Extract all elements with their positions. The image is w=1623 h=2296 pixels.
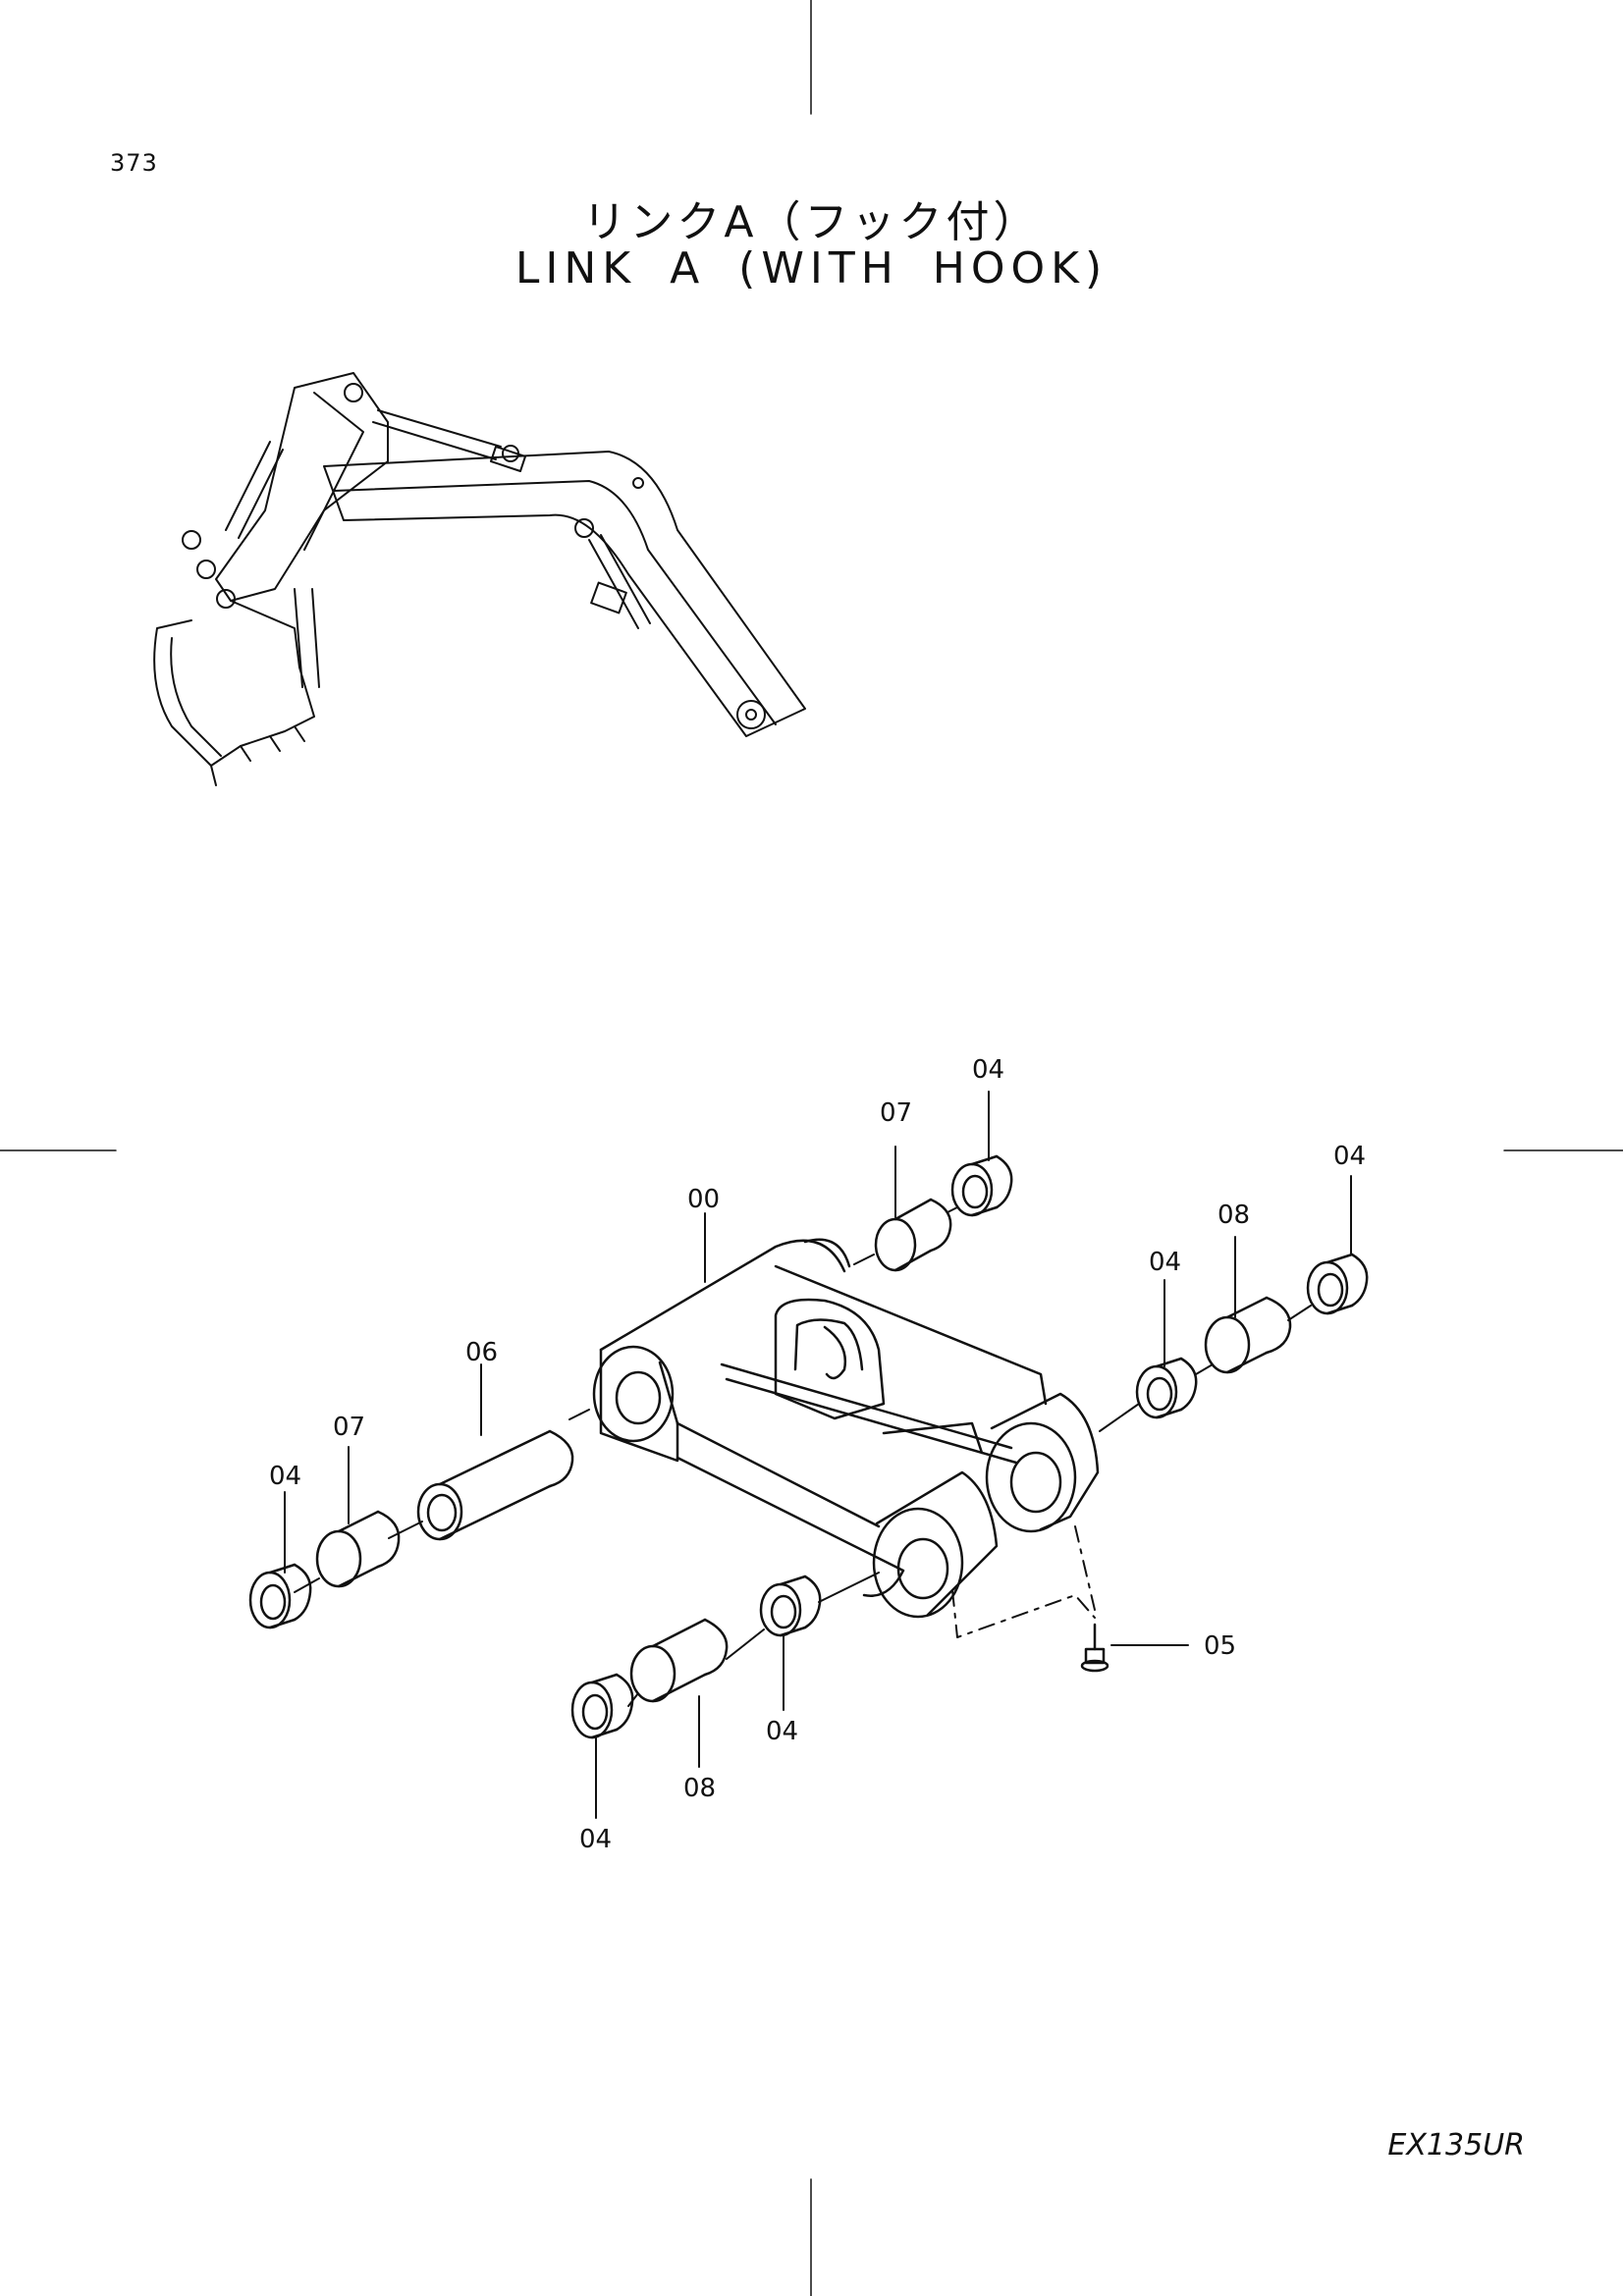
assembly-lines (294, 1206, 1312, 1707)
seal-04-lower-inner (759, 1575, 822, 1637)
seal-04-right-outer (1306, 1253, 1369, 1315)
callout-08-right: 08 (1217, 1201, 1250, 1230)
page-number: 373 (110, 149, 158, 177)
callout-04-right-outer: 04 (1333, 1142, 1366, 1171)
callout-00: 00 (687, 1185, 720, 1214)
callout-07-top: 07 (880, 1098, 912, 1128)
seal-04-lower-outer (570, 1673, 634, 1739)
link-a-exploded-view: 00 04 07 04 08 04 06 07 04 05 04 08 04 (248, 1055, 1369, 1854)
page-title-english: LINK A (WITH HOOK) (514, 243, 1109, 294)
bolt-05 (1080, 1623, 1109, 1673)
bushing-07-left (315, 1510, 401, 1588)
callout-04-lower-inner: 04 (766, 1717, 798, 1746)
seal-04-upper (950, 1154, 1013, 1217)
callout-08-lower: 08 (683, 1774, 716, 1803)
seal-04-right-inner (1135, 1357, 1198, 1419)
seal-04-left (248, 1563, 312, 1629)
excavator-overview-illustration (153, 372, 806, 786)
page-title-japanese: リンクA（フック付） (582, 197, 1041, 247)
link-a-body (592, 1238, 1100, 1619)
bushing-08-right (1204, 1296, 1292, 1374)
callout-04-lower-outer: 04 (579, 1825, 612, 1854)
bushing-07-upper (874, 1198, 952, 1272)
pin-06 (416, 1429, 574, 1541)
callout-05: 05 (1204, 1631, 1236, 1661)
callout-04-right-inner: 04 (1149, 1248, 1181, 1277)
callout-07-left: 07 (333, 1413, 365, 1442)
leader-lines (284, 1091, 1352, 1819)
callout-04-left: 04 (269, 1462, 301, 1491)
model-code: EX135UR (1387, 2128, 1525, 2163)
callout-04-top: 04 (972, 1055, 1004, 1085)
bushing-08-lower (629, 1618, 729, 1703)
callout-06: 06 (465, 1338, 498, 1367)
